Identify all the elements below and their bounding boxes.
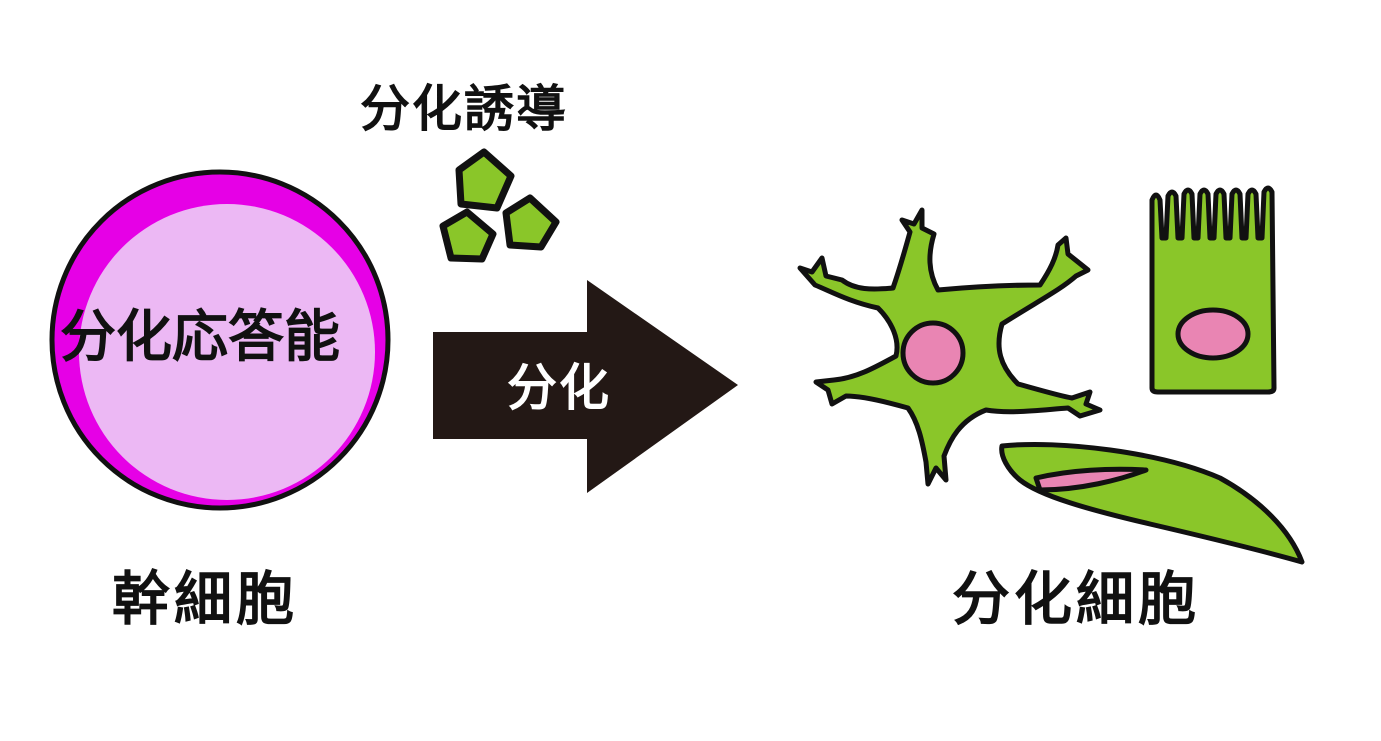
muscle-cell-icon [999,442,1305,565]
epithelial-nucleus [1175,307,1251,361]
stem-cell-inner [79,204,375,500]
muscle-cell-body [999,442,1305,565]
pentagon-icon [455,148,515,212]
pentagon-icon [439,208,497,263]
differentiated-cells-label: 分化細胞 [952,565,1201,633]
arrow-label: 分化 [507,359,611,417]
epithelial-cell-body [1149,185,1277,395]
neuron-cell-icon [797,207,1103,487]
inducer-label: 分化誘導 [360,80,568,138]
potency-label: 分化応答能 [60,305,340,370]
stem-cell-label: 幹細胞 [112,565,299,633]
muscle-nucleus [1033,466,1149,493]
epithelial-cell-icon [1149,185,1277,395]
differentiation-arrow [433,280,738,493]
pentagon-icon [502,194,560,251]
neuron-nucleus [900,320,966,386]
stem-cell [49,169,391,511]
inducer-icon [439,148,560,263]
